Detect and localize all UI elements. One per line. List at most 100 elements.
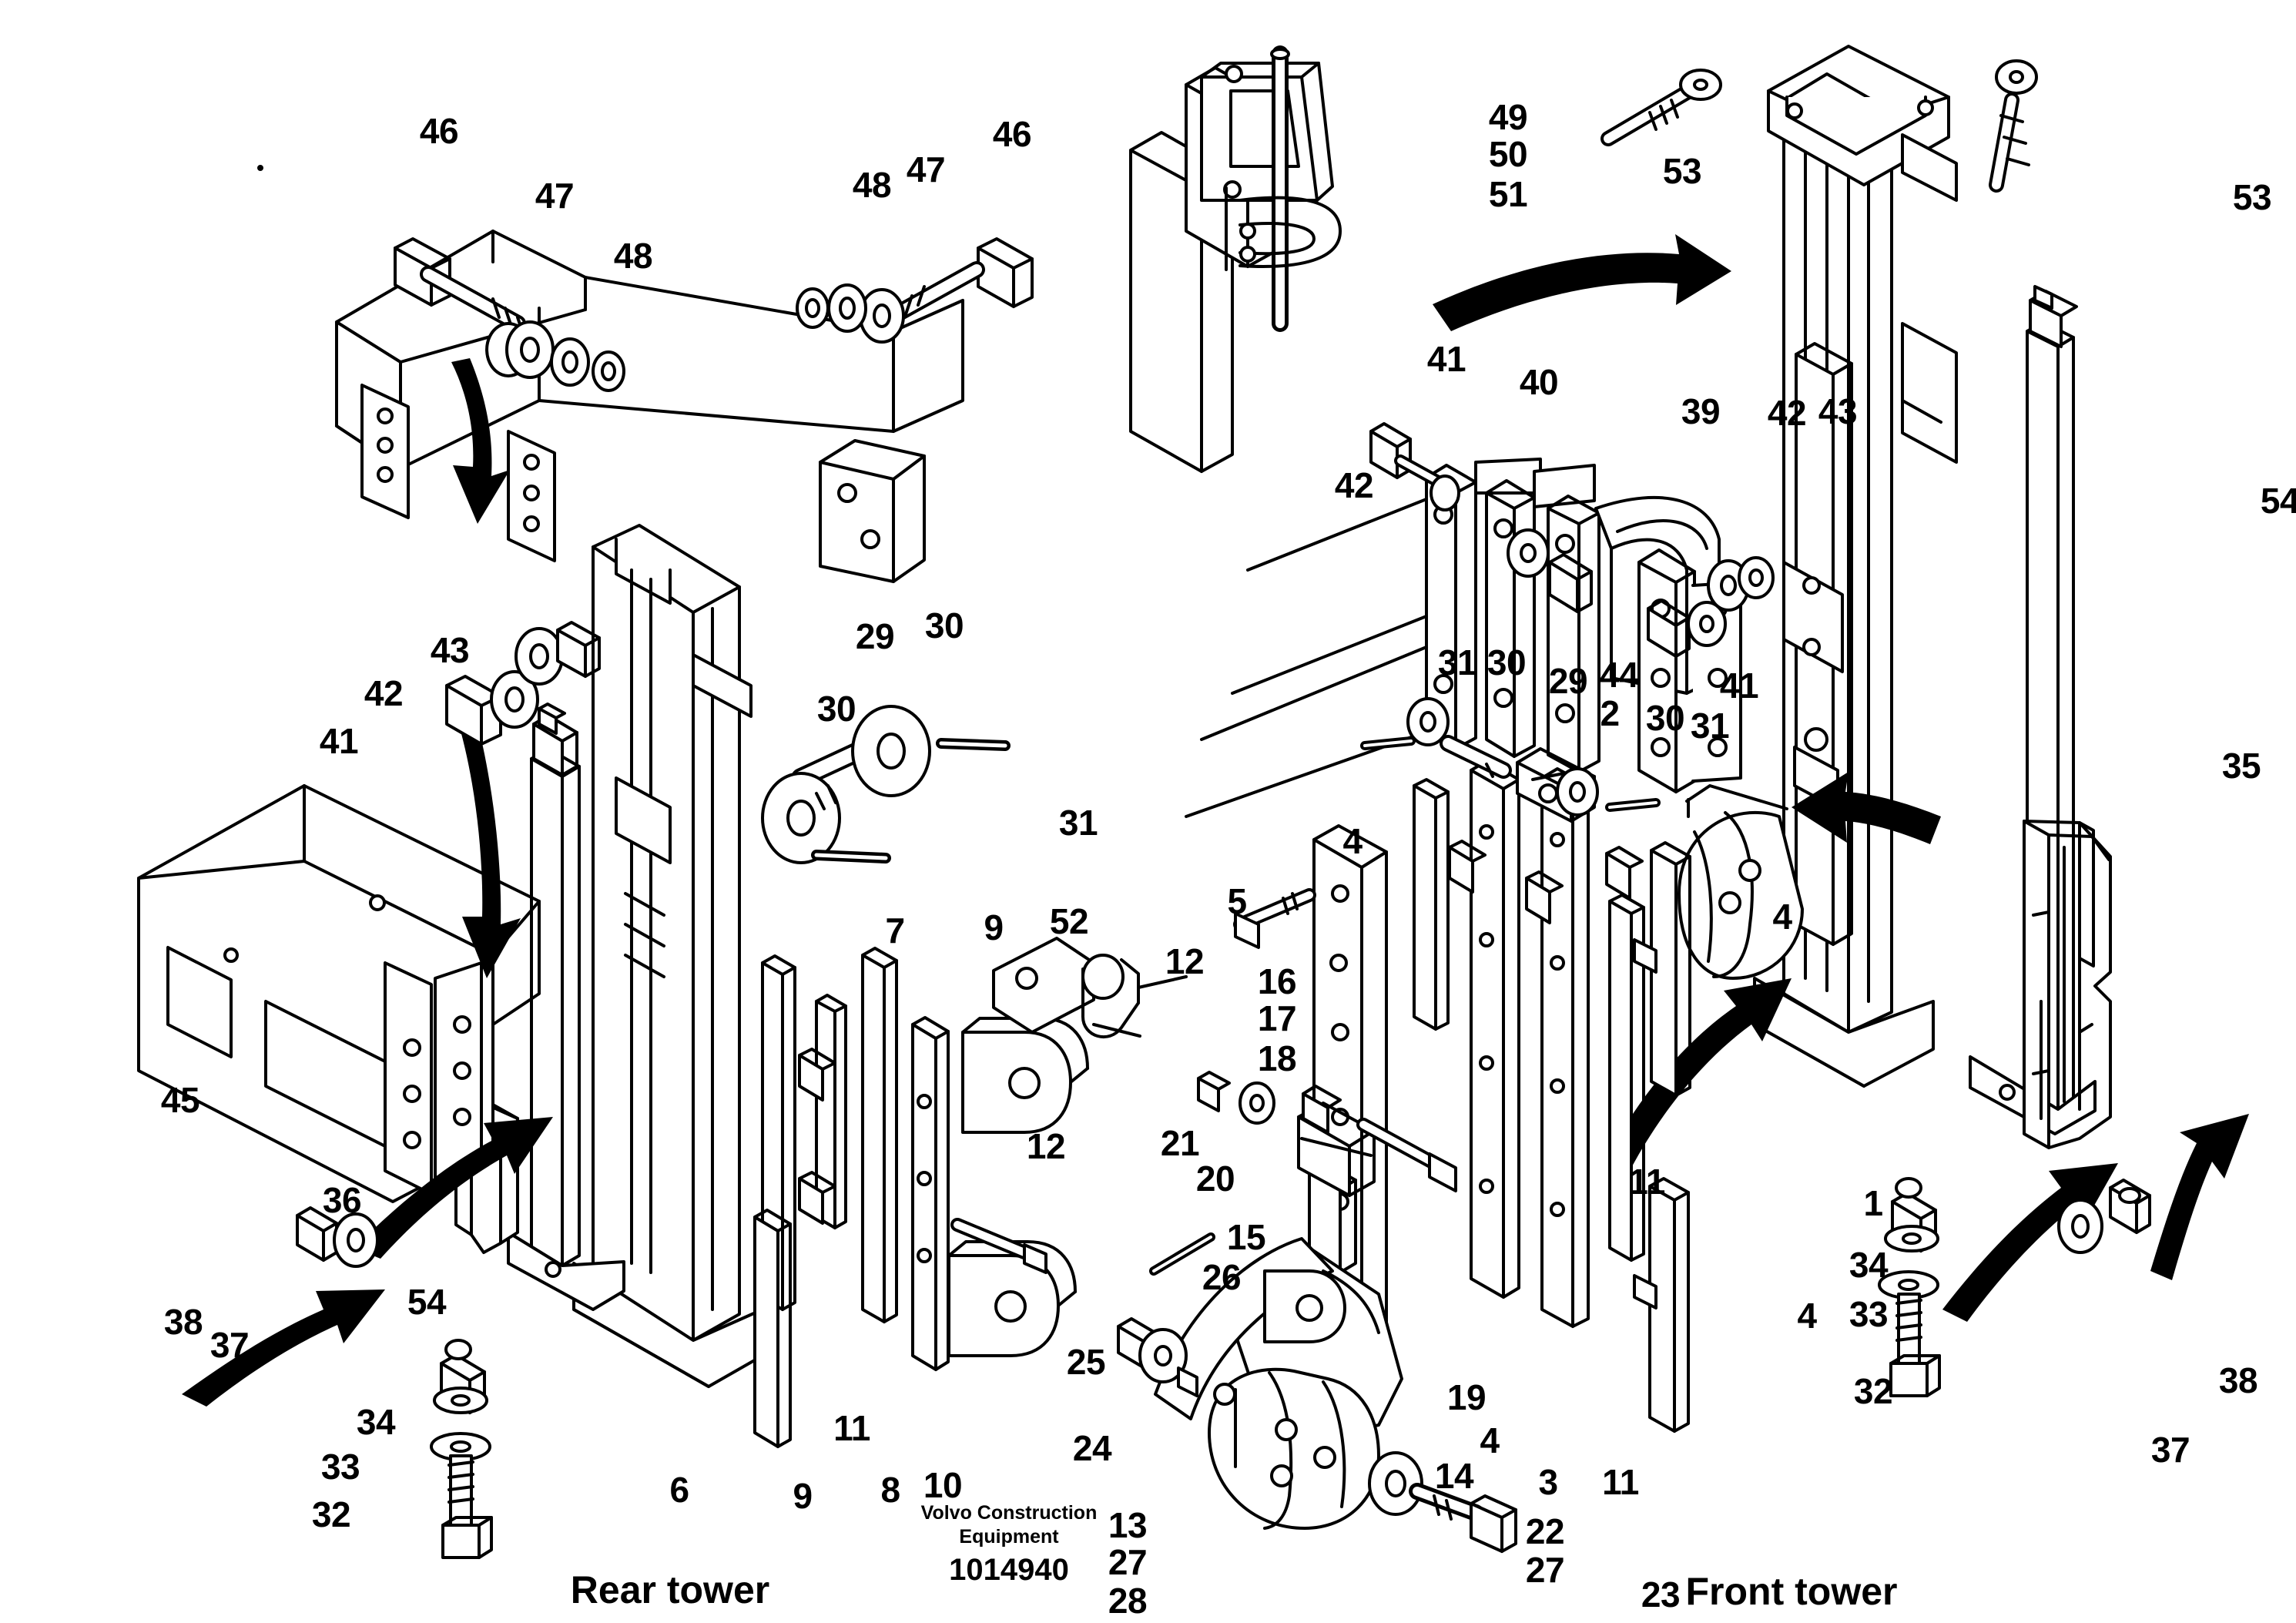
install-arrow-left-top bbox=[451, 358, 510, 524]
callout-46: 46 bbox=[992, 114, 1032, 154]
callout-43: 43 bbox=[430, 630, 470, 670]
rear-guide-rails bbox=[753, 937, 1188, 1448]
install-arrow-right-base bbox=[2150, 1114, 2249, 1280]
callout-30: 30 bbox=[1645, 698, 1685, 738]
callout-29: 29 bbox=[1548, 661, 1588, 701]
callout-15: 15 bbox=[1226, 1217, 1266, 1257]
callout-39: 39 bbox=[1681, 391, 1721, 431]
washer-37-nut-38-right bbox=[2057, 1179, 2151, 1254]
callout-32: 32 bbox=[311, 1494, 351, 1534]
section-title-front-tower: Front tower bbox=[1685, 1570, 1898, 1613]
callout-26: 26 bbox=[1202, 1257, 1242, 1297]
callout-41: 41 bbox=[1719, 666, 1759, 706]
callout-11: 11 bbox=[1602, 1462, 1639, 1502]
callout-27: 27 bbox=[1108, 1542, 1148, 1582]
callout-4: 4 bbox=[1480, 1420, 1500, 1460]
callout-6: 6 bbox=[669, 1470, 689, 1510]
callout-29: 29 bbox=[855, 616, 895, 656]
callout-31: 31 bbox=[1690, 706, 1730, 746]
fastener-stack-34-33-32-right bbox=[1878, 1177, 1941, 1397]
washers-47-left bbox=[257, 165, 590, 387]
callout-31: 31 bbox=[1058, 803, 1098, 843]
callout-34: 34 bbox=[1849, 1245, 1889, 1285]
callout-23: 23 bbox=[1641, 1574, 1681, 1615]
nut-48-left bbox=[592, 350, 625, 392]
callout-1: 1 bbox=[1863, 1183, 1883, 1223]
callout-5: 5 bbox=[1227, 881, 1247, 921]
callout-43: 43 bbox=[1818, 391, 1858, 431]
install-arrow-right-mid bbox=[1608, 978, 1792, 1168]
callout-21: 21 bbox=[1160, 1123, 1200, 1163]
callout-11: 11 bbox=[1628, 1162, 1665, 1202]
callout-38: 38 bbox=[2218, 1360, 2258, 1400]
install-arrow-left-bottom bbox=[354, 1117, 553, 1259]
cover-plate-35 bbox=[2023, 820, 2112, 1149]
center-link-2 bbox=[1360, 697, 1661, 823]
callout-48: 48 bbox=[852, 165, 892, 205]
callout-44: 44 bbox=[1599, 655, 1639, 695]
callout-4: 4 bbox=[1342, 821, 1363, 861]
callout-41: 41 bbox=[319, 721, 359, 761]
callout-28: 28 bbox=[1108, 1581, 1148, 1621]
callout-46: 46 bbox=[419, 111, 459, 151]
callout-4: 4 bbox=[1797, 1296, 1817, 1336]
callout-12: 12 bbox=[1165, 941, 1205, 981]
nut-48-right bbox=[796, 287, 830, 329]
footer-block: Volvo Construction Equipment 1014940 bbox=[909, 1501, 1109, 1588]
callout-16: 16 bbox=[1257, 961, 1297, 1001]
callout-19: 19 bbox=[1446, 1377, 1487, 1417]
callout-42: 42 bbox=[364, 673, 404, 713]
callout-42: 42 bbox=[1767, 393, 1807, 433]
fastener-stack-34-33-32-left bbox=[430, 1339, 493, 1559]
callout-9: 9 bbox=[793, 1476, 813, 1516]
callout-50: 50 bbox=[1488, 134, 1528, 174]
install-arrow-right-tower bbox=[1792, 772, 1941, 844]
callout-42: 42 bbox=[1334, 465, 1374, 505]
callout-38: 38 bbox=[163, 1302, 203, 1342]
callout-30: 30 bbox=[816, 689, 856, 729]
bolt-53-right-of-tower bbox=[1989, 59, 2038, 193]
bolt-53-left-of-tower bbox=[1600, 69, 1722, 146]
callout-41: 41 bbox=[1426, 339, 1466, 379]
company-name-line2: Equipment bbox=[959, 1526, 1059, 1548]
callout-47: 47 bbox=[535, 176, 575, 216]
callout-13: 13 bbox=[1108, 1505, 1148, 1545]
counterweight-45 bbox=[137, 784, 541, 1203]
callout-4: 4 bbox=[1772, 897, 1792, 937]
callout-33: 33 bbox=[320, 1447, 360, 1487]
callout-24: 24 bbox=[1072, 1428, 1112, 1468]
callout-20: 20 bbox=[1195, 1159, 1235, 1199]
swivel-arm-assembly bbox=[1117, 1071, 1517, 1553]
callout-25: 25 bbox=[1066, 1342, 1106, 1382]
part-number: 1014940 bbox=[949, 1553, 1069, 1587]
callout-37: 37 bbox=[2150, 1430, 2190, 1470]
rear-tower-column bbox=[572, 524, 764, 1388]
callout-27: 27 bbox=[1525, 1550, 1565, 1590]
bolt-46-left bbox=[394, 237, 526, 337]
callout-22: 22 bbox=[1525, 1511, 1565, 1551]
company-name-line1: Volvo Construction bbox=[920, 1502, 1098, 1524]
callout-54: 54 bbox=[407, 1282, 447, 1322]
callout-3: 3 bbox=[1538, 1462, 1558, 1502]
callout-49: 49 bbox=[1488, 97, 1528, 137]
bolt-46-right bbox=[885, 237, 1034, 325]
callout-51: 51 bbox=[1488, 174, 1528, 214]
callout-36: 36 bbox=[322, 1180, 362, 1220]
callout-12: 12 bbox=[1026, 1126, 1066, 1166]
pin-29-assembly-left bbox=[761, 705, 1011, 864]
front-tower-column bbox=[1678, 45, 1958, 1088]
callout-45: 45 bbox=[160, 1080, 200, 1120]
callout-47: 47 bbox=[906, 149, 946, 189]
callout-18: 18 bbox=[1257, 1038, 1297, 1078]
callout-32: 32 bbox=[1853, 1371, 1893, 1411]
callout-53: 53 bbox=[2232, 177, 2272, 217]
callout-2: 2 bbox=[1600, 693, 1620, 733]
callout-31: 31 bbox=[1437, 642, 1477, 682]
callout-34: 34 bbox=[356, 1402, 396, 1442]
callout-35: 35 bbox=[2221, 746, 2261, 786]
callout-52: 52 bbox=[1049, 901, 1089, 941]
install-arrow-left-bottom2 bbox=[182, 1289, 385, 1407]
callout-30: 30 bbox=[1487, 642, 1527, 682]
